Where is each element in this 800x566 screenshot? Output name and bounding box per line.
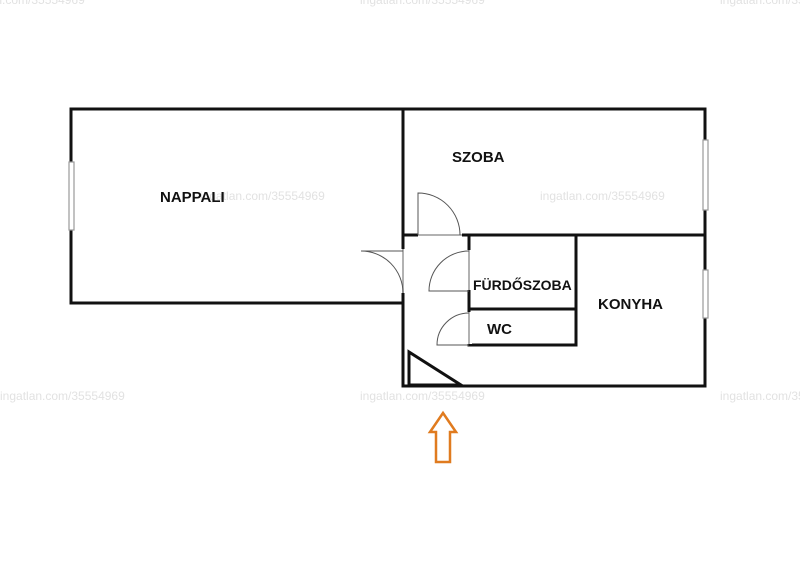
window-konyha	[702, 269, 709, 319]
walls	[69, 107, 707, 388]
watermark-bottom-right: ingatlan.com/35554969	[720, 389, 800, 403]
entrance-arrow-icon	[427, 410, 459, 464]
watermark-top-right: ingatlan.com/35554969	[720, 0, 800, 7]
room-label-szoba: SZOBA	[452, 149, 505, 166]
watermarks: ingatlan.com/35554969 ingatlan.com/35554…	[0, 0, 800, 403]
door-swing-icon	[428, 250, 470, 292]
stair-triangle-icon	[407, 349, 467, 387]
window-szoba	[702, 139, 709, 211]
room-label-wc: WC	[487, 321, 512, 338]
door-swing-icon	[360, 250, 404, 294]
door-swing-icon	[417, 192, 461, 236]
watermark-bottom-left: ingatlan.com/35554969	[0, 389, 125, 403]
watermark-nappali: ingatlan.com/35554969	[200, 189, 325, 203]
windows	[68, 139, 709, 319]
wall-nappali	[69, 107, 405, 305]
watermark-top-left: ingatlan.com/35554969	[0, 0, 85, 7]
room-label-nappali: NAPPALI	[160, 189, 225, 206]
room-label-konyha: KONYHA	[598, 296, 663, 313]
watermark-bottom-center: ingatlan.com/35554969	[360, 389, 485, 403]
watermark-top-center: ingatlan.com/35554969	[360, 0, 485, 7]
doors	[360, 192, 472, 346]
wall-szoba	[401, 107, 707, 237]
watermark-szoba: ingatlan.com/35554969	[540, 189, 665, 203]
room-label-furdoszoba: FÜRDŐSZOBA	[473, 276, 572, 293]
room-labels: NAPPALI SZOBA FÜRDŐSZOBA KONYHA WC	[160, 149, 663, 338]
window-nappali	[68, 161, 75, 231]
door-swing-icon	[436, 312, 470, 346]
